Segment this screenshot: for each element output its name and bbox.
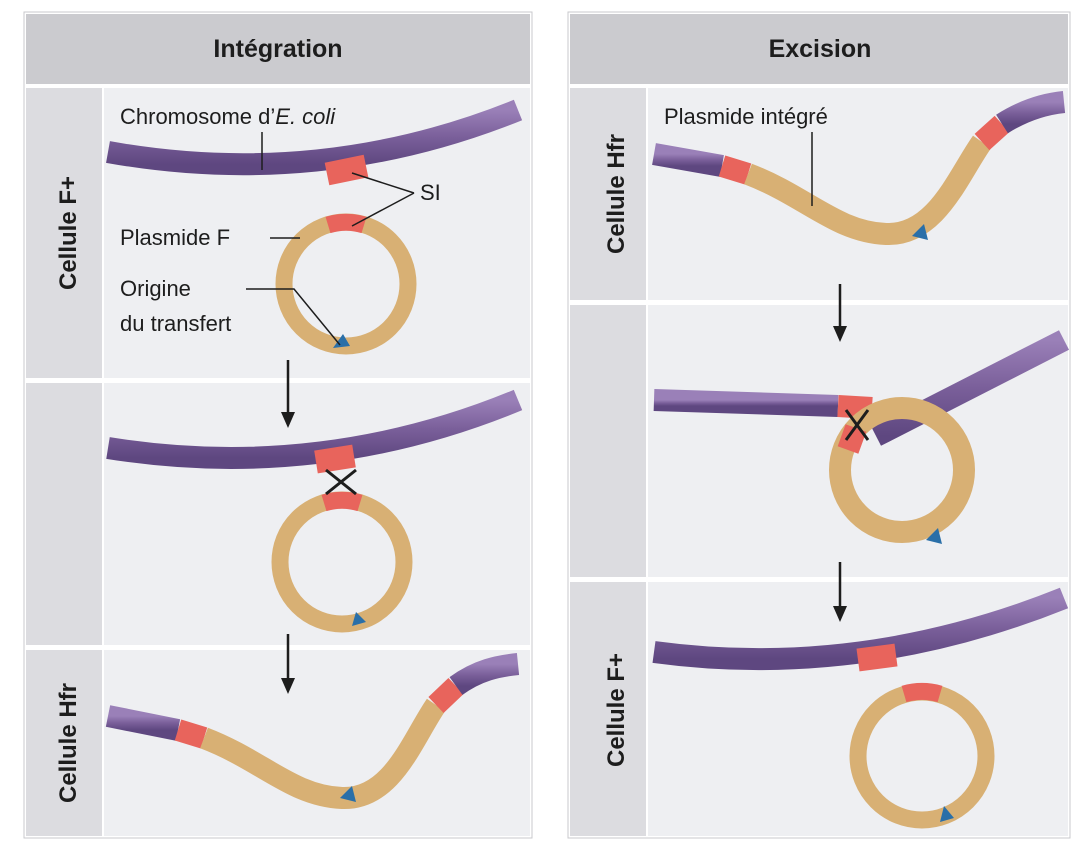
row-label: Cellule Hfr bbox=[603, 134, 630, 254]
si-label: SI bbox=[420, 180, 441, 205]
insertion-sequence bbox=[327, 166, 366, 174]
row-label: Cellule F+ bbox=[603, 653, 630, 767]
insertion-sequence bbox=[316, 456, 354, 462]
chromosome bbox=[654, 400, 838, 406]
chromosome bbox=[654, 154, 722, 166]
integration-panel: Intégration Cellule F+ Cellule Hfr Chrom… bbox=[24, 12, 532, 838]
insertion-sequence bbox=[178, 730, 204, 738]
insertion-sequence bbox=[982, 124, 1002, 142]
integrated-plasmid-label: Plasmide intégré bbox=[664, 104, 828, 129]
insertion-sequence bbox=[436, 686, 456, 705]
plasmid-label: Plasmide F bbox=[120, 225, 230, 250]
origin-label-line-1: Origine bbox=[120, 276, 191, 301]
insertion-sequence bbox=[722, 166, 748, 174]
insertion-sequence bbox=[324, 500, 360, 503]
row-label: Cellule Hfr bbox=[55, 683, 82, 803]
insertion-sequence bbox=[858, 655, 896, 660]
row-label-cell bbox=[570, 305, 646, 577]
chromosome bbox=[108, 716, 178, 730]
panel-title: Excision bbox=[769, 35, 872, 63]
row-label-cell bbox=[26, 383, 102, 645]
insertion-sequence bbox=[904, 691, 940, 694]
origin-label-line-2: du transfert bbox=[120, 311, 231, 336]
row-label: Cellule F+ bbox=[55, 176, 82, 290]
panel-title: Intégration bbox=[213, 35, 342, 63]
chromosome-label: Chromosome d’E. coli bbox=[120, 104, 336, 129]
excision-panel: Excision Cellule Hfr Cellule F+ Plasmide… bbox=[568, 12, 1070, 838]
